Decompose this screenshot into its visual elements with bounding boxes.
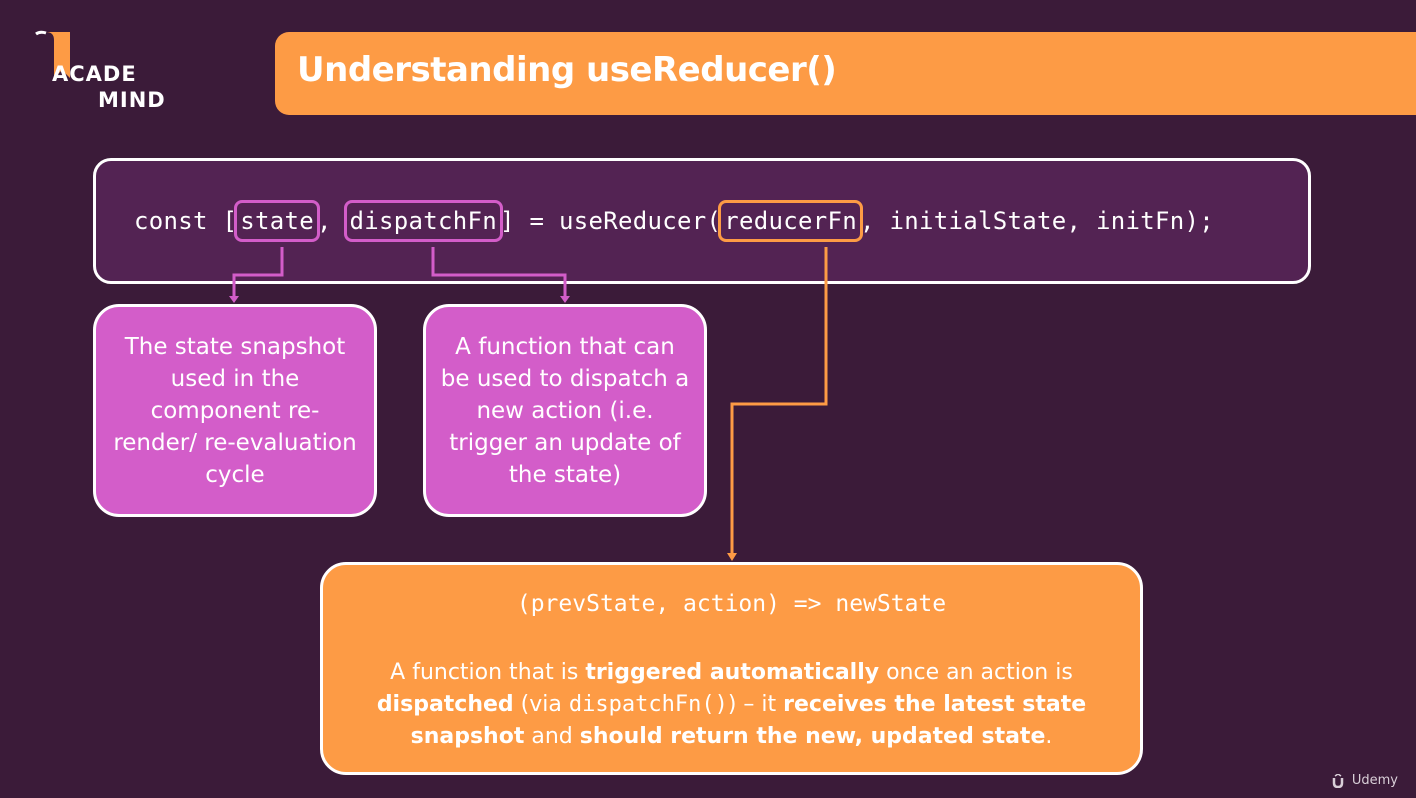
desc-part: ) – it (727, 692, 784, 717)
desc-bold: should return the new, updated state (579, 724, 1046, 749)
dispatch-connector (431, 247, 567, 301)
state-description-box: The state snapshot used in the component… (93, 304, 377, 517)
desc-part: . (1045, 724, 1053, 749)
state-token: state (234, 200, 320, 242)
desc-bold: dispatched (376, 692, 514, 717)
udemy-text: Udemy (1351, 773, 1398, 788)
reducer-description-box: (prevState, action) => newState A functi… (320, 562, 1143, 775)
desc-part: (via (513, 692, 569, 717)
reducer-token: reducerFn (718, 200, 863, 242)
desc-bold: triggered automatically (585, 660, 880, 685)
reducer-arrowhead (727, 553, 737, 561)
state-description: The state snapshot used in the component… (113, 333, 357, 488)
reducer-signature: (prevState, action) => newState (516, 591, 947, 617)
code-line: const [state, dispatchFn] = useReducer(r… (134, 200, 1214, 242)
slide-title: Understanding useReducer() (297, 50, 837, 90)
logo-text-line1: ACADE (52, 62, 137, 86)
state-arrowhead (229, 296, 239, 303)
udemy-logo-icon (1332, 773, 1344, 788)
code-sep: , (317, 207, 347, 235)
code-prefix: const [ (134, 207, 238, 235)
code-mid: ] = useReducer( (500, 207, 722, 235)
academind-logo: ACADE MIND (34, 30, 184, 115)
logo-text-line2: MIND (98, 88, 166, 112)
desc-code: dispatchFn() (568, 692, 728, 717)
reducer-connector (730, 247, 828, 558)
logo-flag-icon (35, 30, 70, 78)
desc-bold: receives the latest state snapshot (410, 692, 1087, 749)
state-connector (232, 247, 284, 301)
desc-part: A function that is (390, 660, 586, 685)
dispatch-description-box: A function that can be used to dispatch … (423, 304, 707, 517)
udemy-watermark: Udemy (1332, 773, 1398, 788)
reducer-description: A function that is triggered automatical… (342, 657, 1122, 753)
code-box: const [state, dispatchFn] = useReducer(r… (93, 158, 1311, 284)
desc-part: once an action is (879, 660, 1073, 685)
code-suffix: , initialState, initFn); (860, 207, 1214, 235)
desc-part: and (524, 724, 580, 749)
dispatch-description: A function that can be used to dispatch … (440, 333, 690, 488)
dispatch-token: dispatchFn (343, 200, 503, 242)
title-bar: Understanding useReducer() (275, 32, 1416, 115)
dispatch-arrowhead (560, 296, 570, 303)
